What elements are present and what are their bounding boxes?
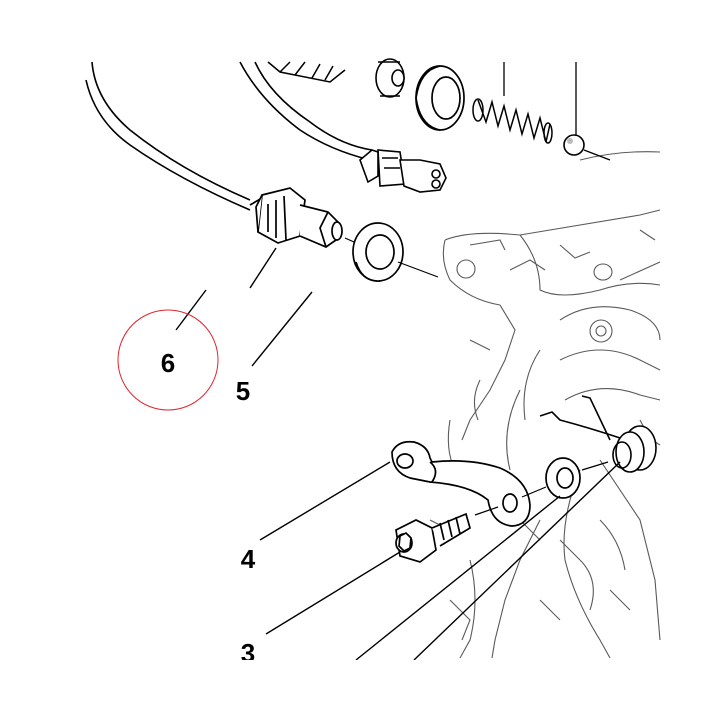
bottom-crop [0, 660, 720, 720]
top-leader-lines [503, 62, 611, 161]
ball [563, 134, 585, 156]
spring [472, 98, 553, 144]
highlight-circle [117, 309, 219, 411]
assembly-axis-lines [474, 461, 609, 516]
callout-5: 5 [236, 376, 250, 406]
leader-6-b [175, 289, 207, 331]
callout-4: 4 [241, 544, 256, 574]
callout-leaders [175, 247, 621, 661]
speed-sensor [249, 187, 343, 248]
callout-6: 6 [161, 348, 175, 378]
hose-top [267, 61, 346, 83]
sealing-washer [352, 222, 404, 282]
leader-6-a [249, 247, 277, 289]
leader-4 [259, 461, 391, 541]
gearbox-casting [429, 151, 661, 659]
torsion-spring [539, 395, 657, 473]
small-washer [545, 457, 581, 499]
bushing-top [375, 58, 405, 98]
leader-3a [265, 551, 401, 635]
leader-3b [355, 495, 561, 661]
leader-3c [413, 461, 621, 661]
leader-5 [251, 291, 313, 367]
sensor-axis-line [344, 237, 439, 278]
bolt [395, 512, 471, 563]
harness-cables [85, 61, 373, 211]
seal-ring-top [415, 65, 465, 131]
connector-plug [359, 149, 447, 193]
right-crop [662, 0, 720, 720]
selector-lever [391, 440, 531, 527]
